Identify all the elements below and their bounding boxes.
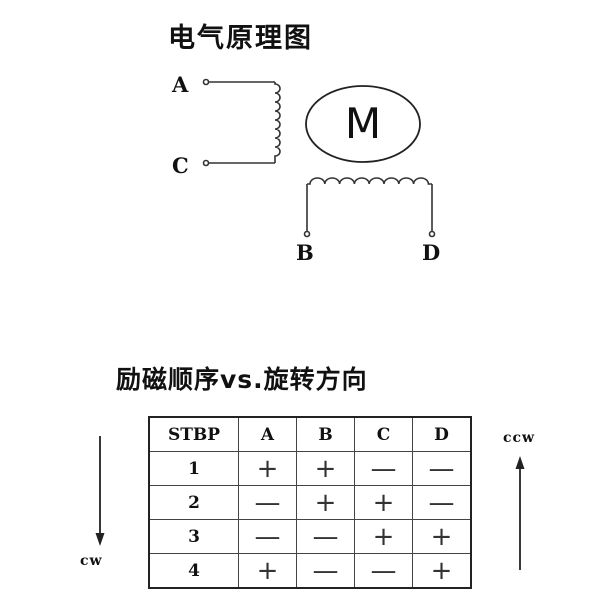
header-phase-c: C: [354, 416, 413, 452]
ccw-label: ccw: [503, 430, 536, 446]
polarity-c: +: [354, 485, 413, 520]
schematic-title: 电气原理图: [168, 23, 313, 54]
cw-arrow-icon: [95, 436, 105, 546]
table-row: 3 — — + +: [148, 519, 472, 554]
polarity-a: +: [238, 553, 297, 589]
header-phase-b: B: [296, 416, 355, 452]
header-phase-d: D: [412, 416, 472, 452]
winding-bd: [303, 177, 436, 238]
table-row: 4 + — — +: [148, 553, 472, 589]
polarity-a: —: [238, 485, 297, 520]
polarity-b: +: [296, 485, 355, 520]
polarity-b: +: [296, 451, 355, 486]
step-number: 3: [148, 519, 239, 554]
step-number: 4: [148, 553, 239, 589]
terminal-b-label: B: [296, 240, 314, 265]
polarity-a: +: [238, 451, 297, 486]
table-row: 1 + + — —: [148, 451, 472, 486]
polarity-d: +: [412, 519, 472, 554]
terminal-c-label: C: [172, 153, 189, 178]
header-step: STBP: [148, 416, 239, 452]
header-phase-a: A: [238, 416, 297, 452]
cw-label: cw: [80, 553, 103, 569]
coil-ac: [274, 82, 281, 163]
sequence-title: 励磁顺序vs.旋转方向: [116, 365, 368, 394]
polarity-d: +: [412, 553, 472, 589]
coil-bd: [307, 177, 432, 185]
table-header-row: STBP A B C D: [148, 416, 472, 452]
table-row: 2 — + + —: [148, 485, 472, 520]
polarity-b: —: [296, 553, 355, 589]
terminal-a-dot: [202, 78, 210, 86]
step-number: 2: [148, 485, 239, 520]
polarity-d: —: [412, 485, 472, 520]
polarity-c: +: [354, 519, 413, 554]
terminal-a-label: A: [172, 72, 189, 97]
motor-schematic: [202, 78, 436, 238]
motor-label: M: [344, 99, 382, 148]
step-number: 1: [148, 451, 239, 486]
polarity-b: —: [296, 519, 355, 554]
terminal-b-dot: [303, 230, 311, 238]
winding-ac: [202, 78, 281, 167]
terminal-c-dot: [202, 159, 210, 167]
terminal-d-dot: [428, 230, 436, 238]
ccw-arrow-icon: [515, 456, 525, 570]
excitation-sequence-table: STBP A B C D 1 + + — — 2 — + + — 3 — — +…: [148, 416, 472, 589]
polarity-c: —: [354, 451, 413, 486]
motor-symbol: [305, 85, 421, 163]
terminal-d-label: D: [422, 240, 441, 265]
polarity-c: —: [354, 553, 413, 589]
polarity-d: —: [412, 451, 472, 486]
polarity-a: —: [238, 519, 297, 554]
